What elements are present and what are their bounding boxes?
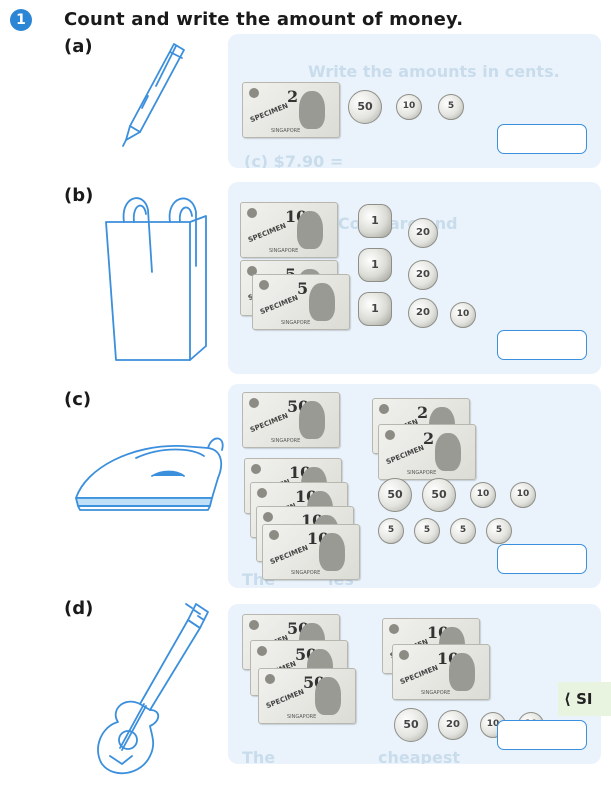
ghost-line: Compare and <box>338 214 458 233</box>
part-d-label: (d) <box>64 598 94 619</box>
answer-box-b[interactable] <box>497 330 587 360</box>
chevron-left-icon: ⟨ <box>564 690 571 708</box>
part-a-money-panel: Write the amounts in cents. (a) $4.90 (c… <box>228 34 601 168</box>
bank-text: SINGAPORE <box>271 128 301 134</box>
coin-20: 20 <box>408 218 438 248</box>
lion-head-icon <box>247 208 257 218</box>
portrait <box>435 433 461 471</box>
lion-head-icon <box>251 464 261 474</box>
coin-5: 5 <box>450 518 476 544</box>
iron-icon <box>75 437 224 511</box>
banknote-50: 50 SPECIMEN SINGAPORE <box>258 668 356 724</box>
note-value: 2 <box>423 429 435 448</box>
banknote-5: 5 SPECIMEN SINGAPORE <box>252 274 350 330</box>
coin-5: 5 <box>438 94 464 120</box>
bank-text: SINGAPORE <box>271 438 301 444</box>
ghost-line: (c) $7.90 = <box>244 152 344 168</box>
specimen-text: SPECIMEN <box>258 293 300 317</box>
coin-1: 1 <box>358 292 392 326</box>
part-c-money-panel: blender The les 50 SPECIMEN SINGAPORE 2 … <box>228 384 601 588</box>
coin-20: 20 <box>438 710 468 740</box>
lion-head-icon <box>399 650 409 660</box>
specimen-text: SPECIMEN <box>268 543 310 567</box>
portrait <box>319 533 345 571</box>
portrait <box>297 211 323 249</box>
coin-50: 50 <box>422 478 456 512</box>
coin-50: 50 <box>378 478 412 512</box>
part-b-label: (b) <box>64 185 94 206</box>
part-d-money-panel: The cheapest 50 SPECIMEN SINGAPORE 50 SP… <box>228 604 601 764</box>
portrait <box>449 653 475 691</box>
bank-text: SINGAPORE <box>281 320 311 326</box>
coin-1: 1 <box>358 204 392 238</box>
banknote-10: 10 SPECIMEN SINGAPORE <box>392 644 490 700</box>
lion-head-icon <box>265 674 275 684</box>
coin-10: 10 <box>396 94 422 120</box>
banknote-50: 50 SPECIMEN SINGAPORE <box>242 392 340 448</box>
coin-10: 10 <box>450 302 476 328</box>
lion-head-icon <box>249 398 259 408</box>
bank-text: SINGAPORE <box>407 470 437 476</box>
coin-20: 20 <box>408 298 438 328</box>
lion-head-icon <box>257 646 267 656</box>
lion-head-icon <box>379 404 389 414</box>
specimen-text: SPECIMEN <box>248 411 290 435</box>
question-text: Count and write the amount of money. <box>64 9 464 30</box>
part-a-label: (a) <box>64 36 93 57</box>
question-number-badge: 1 <box>10 9 32 31</box>
portrait <box>299 401 325 439</box>
lion-head-icon <box>247 266 257 276</box>
answer-box-c[interactable] <box>497 544 587 574</box>
coin-1: 1 <box>358 248 392 282</box>
coin-20: 20 <box>408 260 438 290</box>
lion-head-icon <box>249 620 259 630</box>
side-tab[interactable]: ⟨ SI <box>558 682 611 716</box>
part-c-label: (c) <box>64 389 92 410</box>
ghost-line: The <box>242 748 276 764</box>
banknote-2: 2 SPECIMEN SINGAPORE <box>378 424 476 480</box>
coin-5: 5 <box>414 518 440 544</box>
part-b-money-panel: Compare and 10 SPECIMEN SINGAPORE 5 SPEC… <box>228 182 601 374</box>
lion-head-icon <box>259 280 269 290</box>
portrait <box>309 283 335 321</box>
lion-head-icon <box>263 512 273 522</box>
bank-text: SINGAPORE <box>421 690 451 696</box>
bank-text: SINGAPORE <box>291 570 321 576</box>
ukulele-icon <box>97 603 209 775</box>
banknote-10: 10 SPECIMEN SINGAPORE <box>262 524 360 580</box>
coin-10: 10 <box>470 482 496 508</box>
side-tab-label: SI <box>576 690 593 708</box>
bank-text: SINGAPORE <box>269 248 299 254</box>
lion-head-icon <box>249 88 259 98</box>
portrait <box>299 91 325 129</box>
shopping-bag-icon <box>105 197 207 361</box>
lion-head-icon <box>389 624 399 634</box>
specimen-text: SPECIMEN <box>248 101 290 125</box>
pen-icon <box>122 43 185 147</box>
bank-text: SINGAPORE <box>287 714 317 720</box>
answer-box-a[interactable] <box>497 124 587 154</box>
specimen-text: SPECIMEN <box>246 221 288 245</box>
answer-box-d[interactable] <box>497 720 587 750</box>
coin-10: 10 <box>510 482 536 508</box>
note-value: 2 <box>417 403 429 422</box>
specimen-text: SPECIMEN <box>264 687 306 711</box>
coin-5: 5 <box>378 518 404 544</box>
lion-head-icon <box>385 430 395 440</box>
coin-50: 50 <box>348 90 382 124</box>
lion-head-icon <box>269 530 279 540</box>
ghost-line: cheapest <box>378 748 460 764</box>
banknote-10: 10 SPECIMEN SINGAPORE <box>240 202 338 258</box>
specimen-text: SPECIMEN <box>384 443 426 467</box>
lion-head-icon <box>257 488 267 498</box>
ghost-line: Write the amounts in cents. <box>308 62 560 81</box>
note-value: 5 <box>297 279 309 298</box>
banknote-2: 2 SPECIMEN SINGAPORE <box>242 82 340 138</box>
coin-50: 50 <box>394 708 428 742</box>
coin-5: 5 <box>486 518 512 544</box>
portrait <box>315 677 341 715</box>
note-value: 2 <box>287 87 299 106</box>
specimen-text: SPECIMEN <box>398 663 440 687</box>
